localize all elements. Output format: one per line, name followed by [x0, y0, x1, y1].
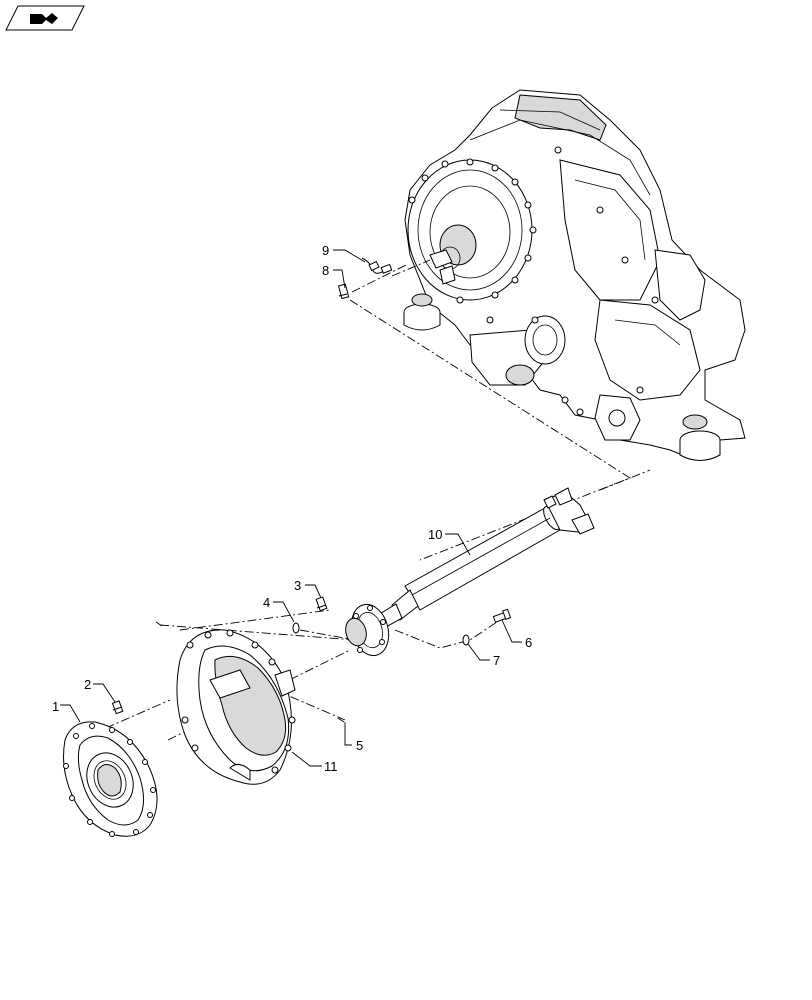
callout-9: 9 — [322, 243, 329, 258]
housing-bolts — [456, 146, 659, 416]
part-1-housing — [63, 721, 158, 837]
front-mount — [403, 293, 441, 331]
callout-5: 5 — [356, 738, 363, 753]
assembly-lines — [89, 259, 651, 741]
alignment-pin — [155, 621, 163, 627]
callout-3: 3 — [294, 578, 301, 593]
part-3-bolt — [315, 596, 328, 612]
rear-mount — [679, 414, 721, 461]
part-6-bolt — [492, 608, 512, 623]
callout-2: 2 — [84, 677, 91, 692]
part-9-wire-harness — [361, 257, 393, 274]
leader-lines — [60, 249, 522, 767]
callout-7: 7 — [493, 653, 500, 668]
part-5-pin — [337, 717, 345, 723]
housing-bolt-holes — [63, 723, 156, 837]
transmission-housing — [403, 89, 746, 461]
callout-10: 10 — [428, 527, 442, 542]
callout-6: 6 — [525, 635, 532, 650]
converter-bolt-ring — [408, 158, 537, 299]
catalog-badge[interactable] — [5, 5, 85, 31]
part-8-bolt — [337, 283, 350, 300]
plate-bolt-holes — [181, 629, 296, 774]
part-7-washer — [462, 634, 470, 646]
callout-8: 8 — [322, 263, 329, 278]
part-4-washer — [292, 622, 300, 634]
callout-4: 4 — [263, 595, 270, 610]
book-arrow-icon — [30, 13, 58, 24]
callouts: 1 2 3 4 5 6 7 8 9 10 11 — [52, 243, 532, 774]
part-10-driveshaft — [345, 487, 595, 657]
callout-1: 1 — [52, 699, 59, 714]
callout-11: 11 — [324, 759, 338, 774]
part-2-bolt — [111, 700, 124, 715]
part-11-adapter-plate — [176, 629, 296, 785]
